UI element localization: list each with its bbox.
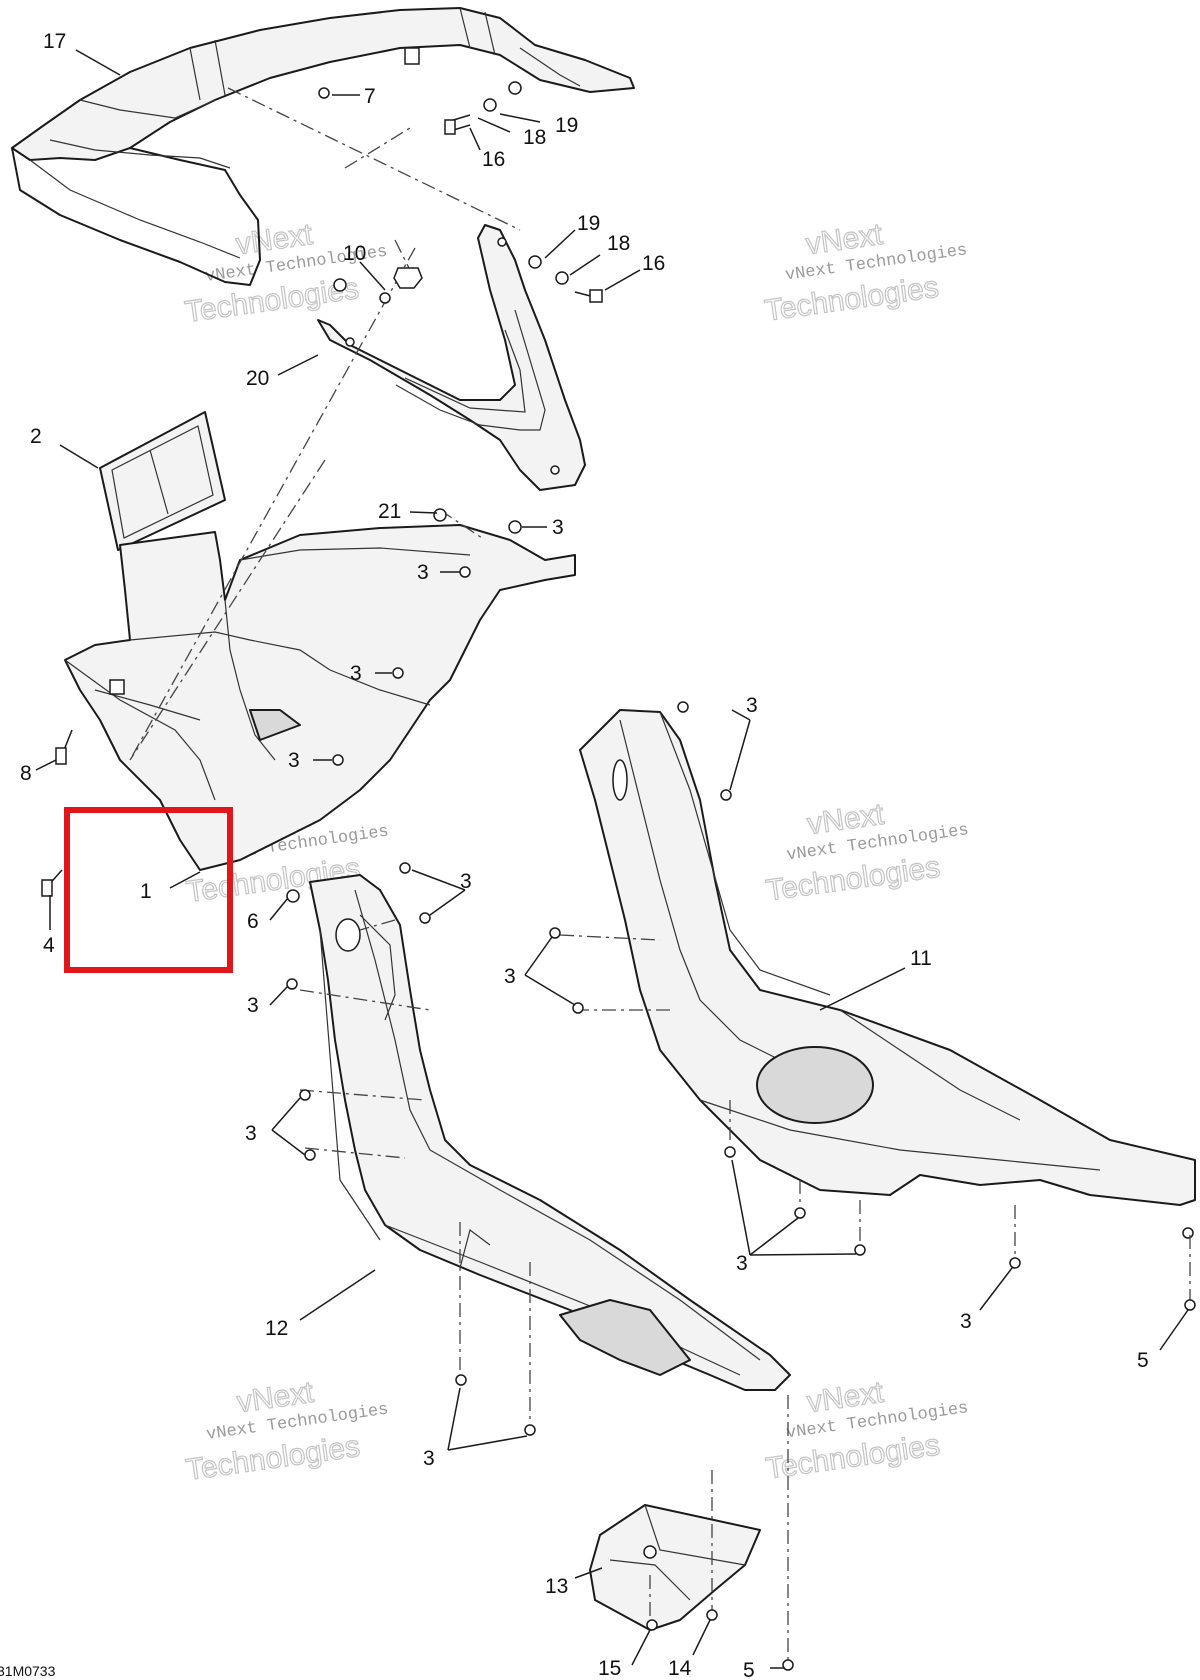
hardware (41, 81, 1196, 1671)
part-13-skid-plate (589, 1504, 761, 1631)
highlight-box-part-1 (64, 807, 233, 973)
callout-21: 21 (378, 500, 401, 523)
callout-4: 4 (43, 934, 55, 957)
callout-15: 15 (598, 1657, 621, 1680)
callout-8: 8 (20, 762, 32, 785)
part-1-lower-shroud (64, 524, 576, 871)
part-17-upper-shroud (11, 7, 635, 286)
callout-5-b: 5 (743, 1659, 755, 1680)
watermark-bottom-left: vNext vNext Technologies Technologies (183, 1375, 389, 1487)
callout-14: 14 (668, 1657, 692, 1680)
part-20-bracket (317, 224, 586, 491)
part-11-right-rail (579, 709, 1196, 1239)
part-2-panel (99, 411, 226, 551)
callout-6: 6 (247, 910, 259, 933)
callout-3-f: 3 (247, 994, 259, 1017)
assembly-lines (129, 87, 1191, 1660)
callout-7: 7 (364, 85, 376, 108)
watermark-top-right: vNext vNext Technologies Technologies (762, 217, 968, 328)
callout-3-a: 3 (552, 516, 564, 539)
callout-18-top: 18 (523, 126, 546, 149)
watermark-top-left: vNext vNext Technologies Technologies (182, 217, 388, 329)
callout-3-d: 3 (288, 749, 300, 772)
callout-3-g: 3 (245, 1122, 257, 1145)
callout-16-mid: 16 (642, 252, 665, 275)
callout-16-top: 16 (482, 148, 505, 171)
callout-2: 2 (30, 425, 42, 448)
part-12-left-rail (309, 874, 791, 1391)
callout-3-b: 3 (417, 561, 429, 584)
callout-5-a: 5 (1137, 1349, 1149, 1372)
callout-19-mid: 19 (577, 212, 600, 235)
callout-3-i: 3 (746, 694, 758, 717)
callout-3-j: 3 (504, 965, 516, 988)
callout-17: 17 (43, 30, 66, 53)
callouts: 17 7 19 18 16 19 18 16 10 20 2 21 3 3 3 … (20, 30, 1149, 1680)
callout-3-k: 3 (736, 1252, 748, 1275)
reference-code: 31M0733 (0, 1663, 56, 1679)
callout-13: 13 (545, 1575, 568, 1598)
callout-12: 12 (265, 1317, 288, 1340)
callout-19-top: 19 (555, 114, 578, 137)
callout-18-mid: 18 (607, 232, 630, 255)
callout-20: 20 (246, 367, 269, 390)
leader-lines (35, 49, 1189, 1669)
callout-10: 10 (343, 242, 366, 265)
callout-3-c: 3 (350, 662, 362, 685)
callout-3-h: 3 (423, 1447, 435, 1470)
callout-3-e: 3 (460, 870, 472, 893)
callout-11: 11 (910, 947, 932, 970)
watermark-mid-right: vNext vNext Technologies Technologies (764, 797, 970, 908)
callout-3-l: 3 (960, 1310, 972, 1333)
callout-1: 1 (140, 880, 152, 903)
